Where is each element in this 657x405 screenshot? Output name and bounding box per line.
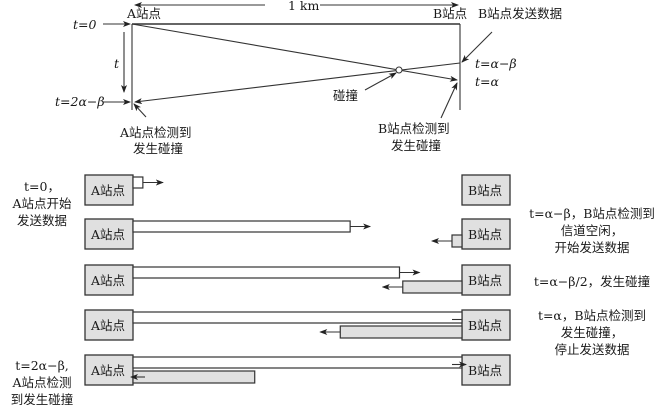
station-b-label: B站点	[468, 183, 502, 198]
t0-label: t=0	[73, 17, 96, 32]
a-detect-label-1: A站点检测到	[119, 125, 192, 140]
b-signal-line	[134, 62, 461, 105]
step-note-line: 发送数据	[17, 213, 67, 228]
b-detect-label-1: B站点检测到	[378, 121, 450, 136]
a-detect-pointer	[133, 103, 147, 118]
station-a-box	[84, 218, 134, 250]
station-b-box	[461, 309, 511, 341]
station-b-label: B站点	[468, 227, 502, 242]
station-b-label: B站点	[468, 363, 502, 378]
station-a-label: A站点	[90, 318, 125, 333]
distance-label: 1 km	[288, 0, 320, 13]
step-note-line: 信道空闲，	[561, 223, 624, 238]
collision-pointer	[364, 72, 397, 91]
station-b-box	[461, 264, 511, 296]
station-a-label: A站点	[126, 6, 161, 21]
station-a-box	[84, 264, 134, 296]
collision-label: 碰撞	[333, 88, 358, 103]
a-detect-label-2: 发生碰撞	[133, 141, 183, 156]
station-b-label: B站点	[433, 6, 467, 21]
b-frame-bar	[339, 325, 463, 339]
station-a-label: A站点	[90, 183, 125, 198]
collision-point	[395, 66, 403, 74]
t-axis-label: t	[114, 56, 120, 71]
b-frame-bar	[132, 370, 256, 384]
b-detect-label-2: 发生碰撞	[391, 138, 441, 153]
b-frame-bar	[451, 234, 463, 248]
b-sends-label: B站点发送数据	[478, 6, 562, 21]
step-note-line: 停止发送数据	[554, 342, 629, 357]
station-b-box	[461, 174, 511, 206]
a-signal-line	[131, 23, 458, 82]
step-note-line: t=2α−β,	[15, 358, 69, 373]
a-frame-bar	[132, 311, 463, 324]
station-a-label: A站点	[90, 227, 125, 242]
step-note-line: t=0，	[24, 179, 60, 194]
step-note-line: A站点检测	[11, 375, 71, 390]
station-b-label: B站点	[468, 273, 502, 288]
t-a-label: t=α	[475, 74, 499, 89]
timing-diagram: 1 km A站点 B站点 B站点发送数据 t=0 t t=2α−β 碰撞 t=α…	[55, 0, 562, 156]
step-note-line: 发生碰撞，	[561, 325, 624, 340]
step-note-line: t=α−β，B站点检测到	[529, 206, 655, 221]
a-frame-bar	[132, 266, 401, 279]
step-note-line: 开始发送数据	[554, 240, 629, 255]
station-b-label: B站点	[468, 318, 502, 333]
step-note-line: t=α，B站点检测到	[538, 308, 646, 323]
a-frame-bar	[132, 356, 463, 369]
station-a-box	[84, 174, 134, 206]
station-b-box	[461, 218, 511, 250]
step-row: A站点 B站点 t=α−β/2，发生碰撞	[84, 264, 650, 296]
a-frame-bar	[132, 220, 351, 233]
b-detect-pointer	[440, 82, 458, 119]
step-note-line: 到发生碰撞	[11, 392, 74, 405]
b-sends-pointer	[461, 31, 493, 63]
t-a-b-label: t=α−β	[475, 56, 517, 71]
t-2a-b-label: t=2α−β	[55, 94, 105, 109]
station-a-box	[84, 309, 134, 341]
a-frame-bar	[132, 176, 144, 189]
station-a-label: A站点	[90, 363, 125, 378]
station-a-label: A站点	[90, 273, 125, 288]
station-a-box	[84, 354, 134, 386]
step-note-line: A站点开始	[11, 196, 72, 211]
b-frame-bar	[402, 280, 463, 294]
step-note-line: t=α−β/2，发生碰撞	[534, 274, 650, 289]
station-b-box	[461, 354, 511, 386]
